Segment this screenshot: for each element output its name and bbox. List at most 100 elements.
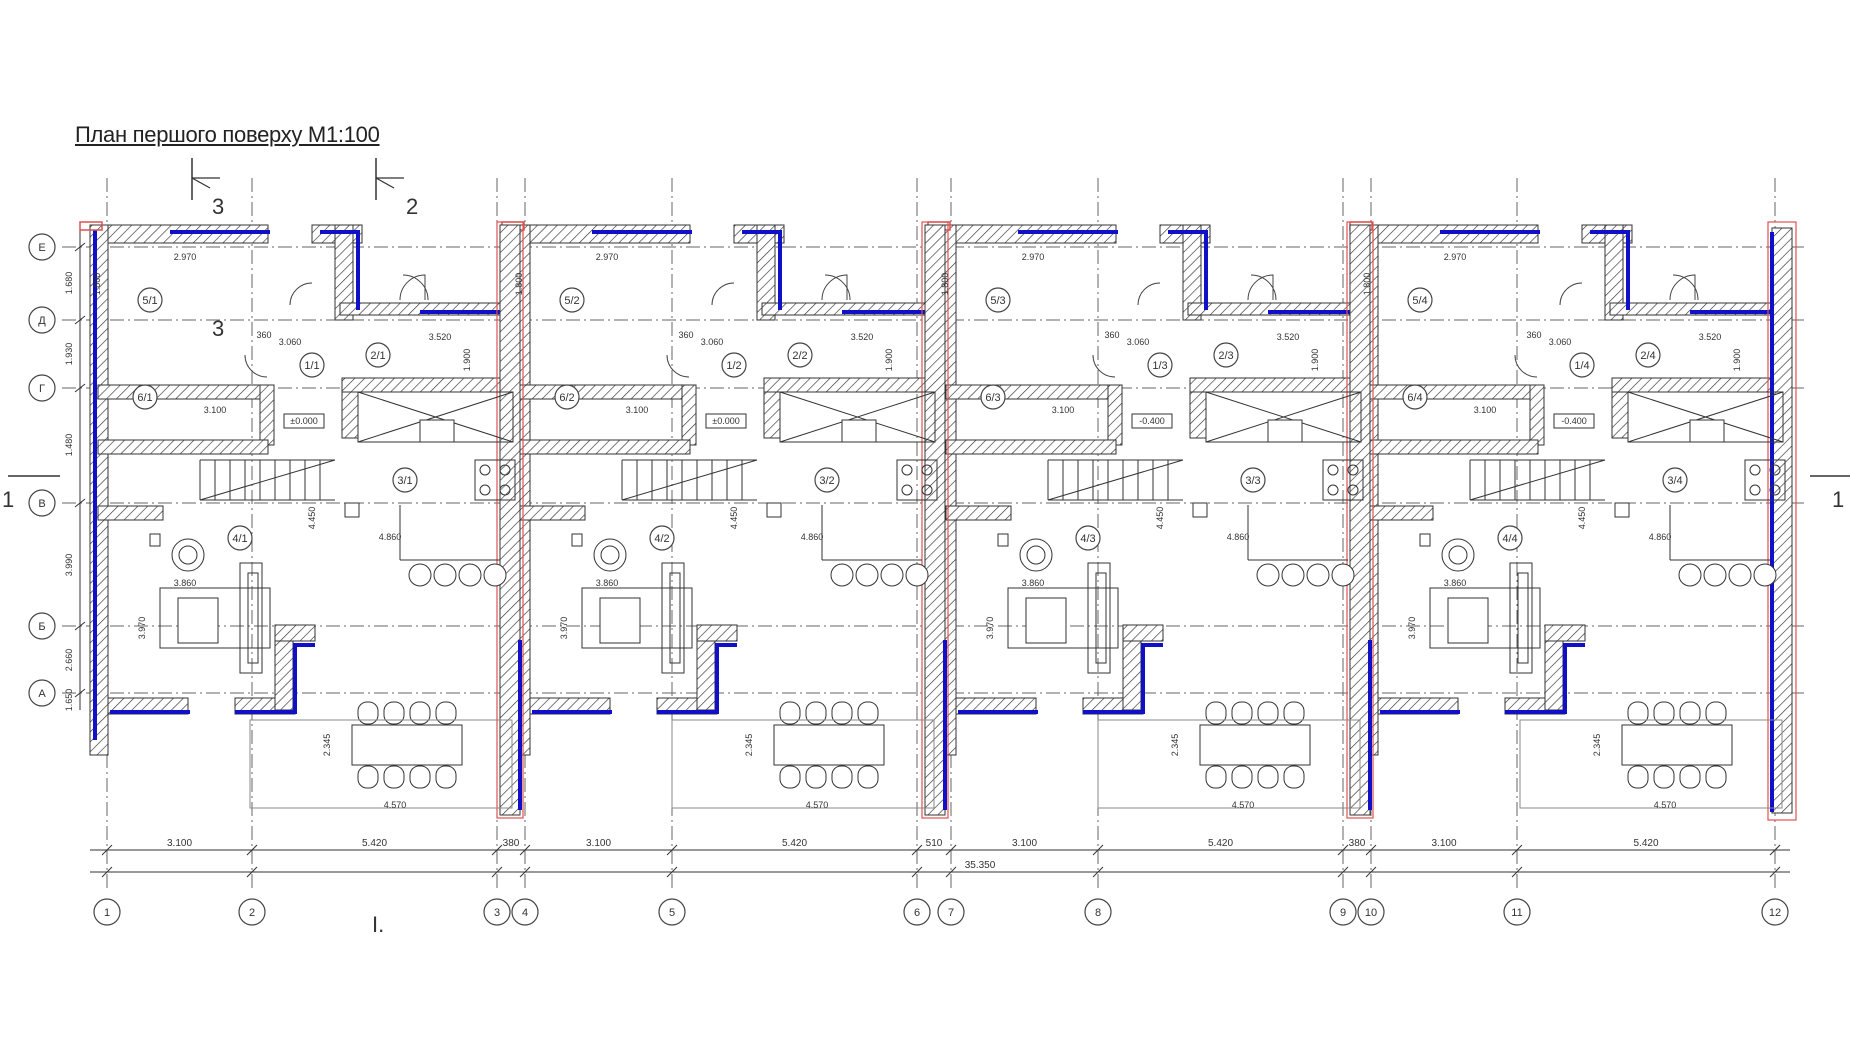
unit-3-dim-hall-left: 3.060: [1127, 337, 1150, 347]
unit-1-dim-hall: 3.520: [429, 332, 452, 342]
unit-3-round-table-inner: [1026, 545, 1046, 565]
unit-4-dim-top: 2.970: [1444, 252, 1467, 262]
col-axis-11-circle: [1503, 898, 1531, 926]
unit-2-entry-door-a: [821, 274, 848, 301]
unit-1-sofa-back: [247, 572, 259, 664]
section-mark-2: 2: [406, 194, 418, 219]
unit-4-room-c-circle: [1635, 342, 1661, 368]
unit-4-wc-door: [1514, 354, 1538, 378]
col-axis-3-circle: [483, 898, 511, 926]
unit-4-round-table-inner: [1448, 545, 1468, 565]
dim-tick: [1337, 866, 1349, 878]
unit-2-stair-bottom-wall: [519, 505, 586, 521]
dim-tick: [1769, 844, 1781, 856]
unit-3-front-pier-top: [1122, 624, 1164, 642]
dim-tick: [911, 844, 923, 856]
unit-2-stool: [905, 563, 929, 587]
unit-3-room-b-circle: [1147, 352, 1173, 378]
unit-3-coffee-table: [1025, 597, 1067, 644]
unit-2-sink: [841, 419, 877, 443]
unit-1-dim-kitchen-h: 3.970: [137, 617, 147, 640]
unit-1-dim-dining-h: 2.345: [322, 734, 332, 757]
col-axis-12-circle: [1761, 898, 1789, 926]
unit-4-room-f-circle: [1497, 525, 1523, 551]
unit-4-sofa: [1509, 562, 1533, 674]
left-dim-0: 1.680: [64, 272, 74, 295]
unit-4-coffee-table: [1447, 597, 1489, 644]
unit-2-room-e-circle: [814, 467, 840, 493]
unit-1-level: ±0.000: [290, 416, 317, 426]
dim-tick: [101, 866, 113, 878]
unit-3-blue-top-b: [1168, 230, 1208, 310]
unit-3-chair-top: [1257, 701, 1279, 725]
unit-4-bath-wall: [1604, 224, 1624, 321]
unit-2-stool: [855, 563, 879, 587]
unit-3-room-e-circle: [1240, 467, 1266, 493]
unit-4-blue-top-b: [1590, 230, 1630, 310]
unit-4-chair-bottom: [1653, 765, 1675, 789]
left-dim-tick: [74, 621, 86, 631]
unit-2-terrace: [671, 719, 935, 809]
unit-1-counter-cross: [357, 391, 514, 443]
unit-3-terrace: [1097, 719, 1361, 809]
dim-tick: [1092, 844, 1104, 856]
unit-1-chair-top: [357, 701, 379, 725]
unit-1-hob: [474, 459, 516, 501]
unit-3-room-e: 3/3: [1245, 475, 1260, 487]
row-axis-Е-circle: [28, 233, 56, 261]
unit-1-burner: [479, 484, 491, 496]
unit-2-chair-top: [831, 701, 853, 725]
unit-2-round-table: [593, 538, 627, 572]
unit-4-column: [1419, 533, 1431, 547]
unit-3-bath-door: [1137, 282, 1161, 306]
unit-3-burner: [1327, 464, 1339, 476]
unit-3-stair-diag: [1047, 459, 1184, 501]
unit-3-stair-bottom-wall: [945, 505, 1012, 521]
unit-3-dim-wc: 3.100: [1052, 405, 1075, 415]
unit-1-dim-small: 1.900: [462, 349, 472, 372]
unit-3-column: [1192, 502, 1208, 518]
dim-tick: [491, 844, 503, 856]
unit-1-dim-360: 360: [256, 330, 271, 340]
unit-1-dim-kitchen: 3.860: [174, 578, 197, 588]
unit-1-bath-door: [289, 282, 313, 306]
unit-2-dining-table: [773, 724, 885, 766]
dim-tick: [911, 866, 923, 878]
unit-1-front-pier-top: [274, 624, 316, 642]
unit-2-wc-top: [519, 384, 691, 400]
unit-4-dim-kitchen: 3.860: [1444, 578, 1467, 588]
unit-4-stool: [1728, 563, 1752, 587]
unit-3-dining-table: [1199, 724, 1311, 766]
unit-3-wc-side: [1107, 384, 1123, 446]
unit-3-chair-bottom: [1283, 765, 1305, 789]
unit-2-sofa-back: [669, 572, 681, 664]
unit-4-front-pier-top: [1544, 624, 1586, 642]
unit-1-wc-side: [259, 384, 275, 446]
unit-3-room-f: 4/3: [1080, 533, 1095, 545]
dim-tick: [519, 844, 531, 856]
party-wall-3: [1349, 224, 1371, 816]
stray-mark: І.: [372, 912, 385, 937]
unit-4-stair-diag: [1469, 459, 1606, 501]
section-mark-3: 3: [212, 194, 224, 219]
bottom-dim-3: 3.100: [586, 838, 611, 849]
unit-2-dim-kitchen-h: 3.970: [559, 617, 569, 640]
section-mark-3-arrow: [191, 177, 211, 189]
dim-tick: [1337, 844, 1349, 856]
unit-4-dim-wc: 3.100: [1474, 405, 1497, 415]
unit-4-dim-360: 360: [1526, 330, 1541, 340]
unit-1-round-table-inner: [178, 545, 198, 565]
unit-4-dim-dining-h: 2.345: [1592, 734, 1602, 757]
unit-2-chair-bottom: [805, 765, 827, 789]
dim-tick: [1092, 866, 1104, 878]
unit-1-level-box: [283, 413, 325, 429]
unit-2-dim-360: 360: [678, 330, 693, 340]
unit-2-burner: [921, 484, 933, 496]
dim-tick: [666, 866, 678, 878]
row-axis-Е: Е: [38, 242, 45, 254]
unit-2-dim-wc: 3.100: [626, 405, 649, 415]
unit-3-stool: [1256, 563, 1280, 587]
unit-3-wc-door: [1092, 354, 1116, 378]
unit-1-stair-diag: [199, 459, 336, 501]
unit-1-room-c-circle: [365, 342, 391, 368]
